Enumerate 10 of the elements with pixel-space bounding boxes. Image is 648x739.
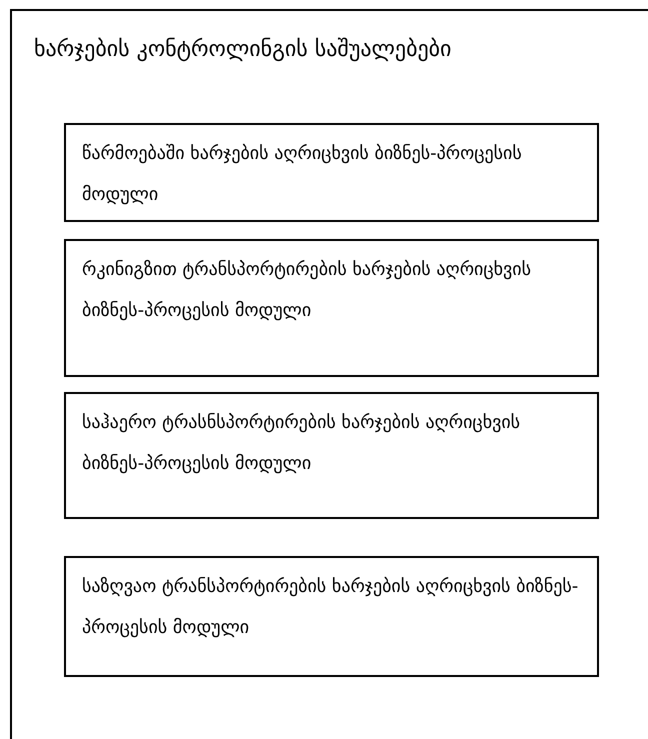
container-box (10, 9, 648, 739)
module-box (64, 123, 599, 222)
module-label: რკინიგზით ტრანსპორტირების ხარჯების აღრიცხვის ბიზნეს-პროცესის მოდული (82, 258, 532, 323)
module-box (64, 392, 599, 519)
container-title: ხარჯების კონტროლინგის საშუალებები (34, 36, 452, 64)
module-label: წარმოებაში ხარჯების აღრიცხვის ბიზნეს-პროცესის მოდული (82, 142, 523, 207)
module-box (64, 556, 599, 677)
module-label: საჰაერო ტრასნსპორტირების ხარჯების აღრიცხვის ბიზნეს-პროცესის მოდული (82, 411, 522, 476)
module-label: საზღვაო ტრანსპორტირების ხარჯების აღრიცხვის ბიზნეს-პროცესის მოდული (82, 575, 580, 640)
module-box (64, 239, 599, 377)
